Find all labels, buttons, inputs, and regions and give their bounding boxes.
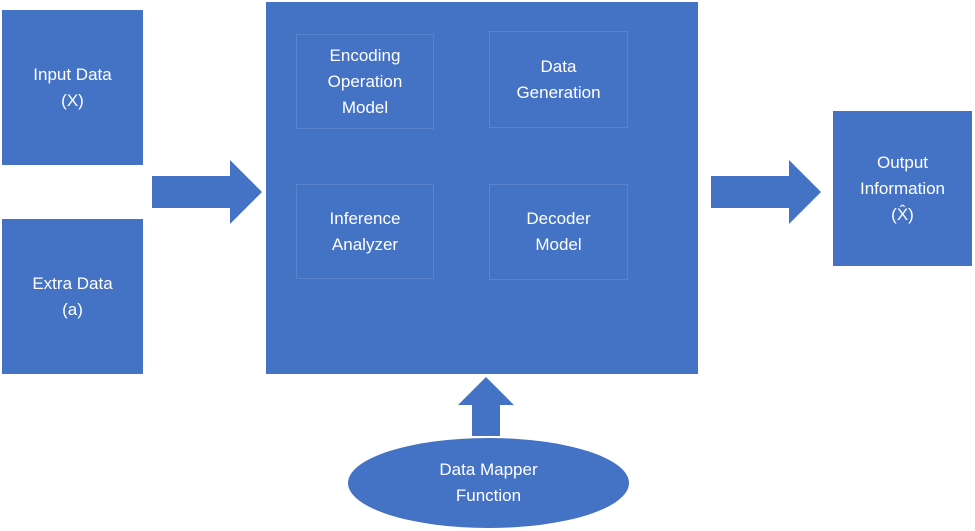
inference-analyzer-label: Inference Analyzer — [329, 208, 401, 254]
output-information-box: Output Information (X̂) — [833, 111, 972, 266]
data-generation-box: Data Generation — [489, 31, 628, 128]
encoding-operation-model-box: Encoding Operation Model — [296, 34, 434, 129]
mapper-to-system-arrow — [458, 377, 514, 436]
input-to-system-arrow — [152, 160, 262, 224]
inference-analyzer-box: Inference Analyzer — [296, 184, 434, 279]
output-information-label: Output Information (X̂) — [859, 152, 946, 224]
input-data-box: Input Data (X) — [2, 10, 143, 165]
system-to-output-arrow — [711, 160, 821, 224]
input-data-label: Input Data (X) — [33, 64, 112, 110]
extra-data-box: Extra Data (a) — [2, 219, 143, 374]
encoding-operation-model-label: Encoding Operation Model — [327, 45, 403, 117]
data-mapper-function-ellipse: Data Mapper Function — [348, 438, 629, 528]
decoder-model-box: Decoder Model — [489, 184, 628, 280]
data-generation-label: Data Generation — [516, 56, 601, 102]
decoder-model-label: Decoder Model — [526, 209, 591, 254]
extra-data-label: Extra Data (a) — [32, 273, 113, 319]
data-mapper-function-label: Data Mapper Function — [439, 460, 538, 505]
